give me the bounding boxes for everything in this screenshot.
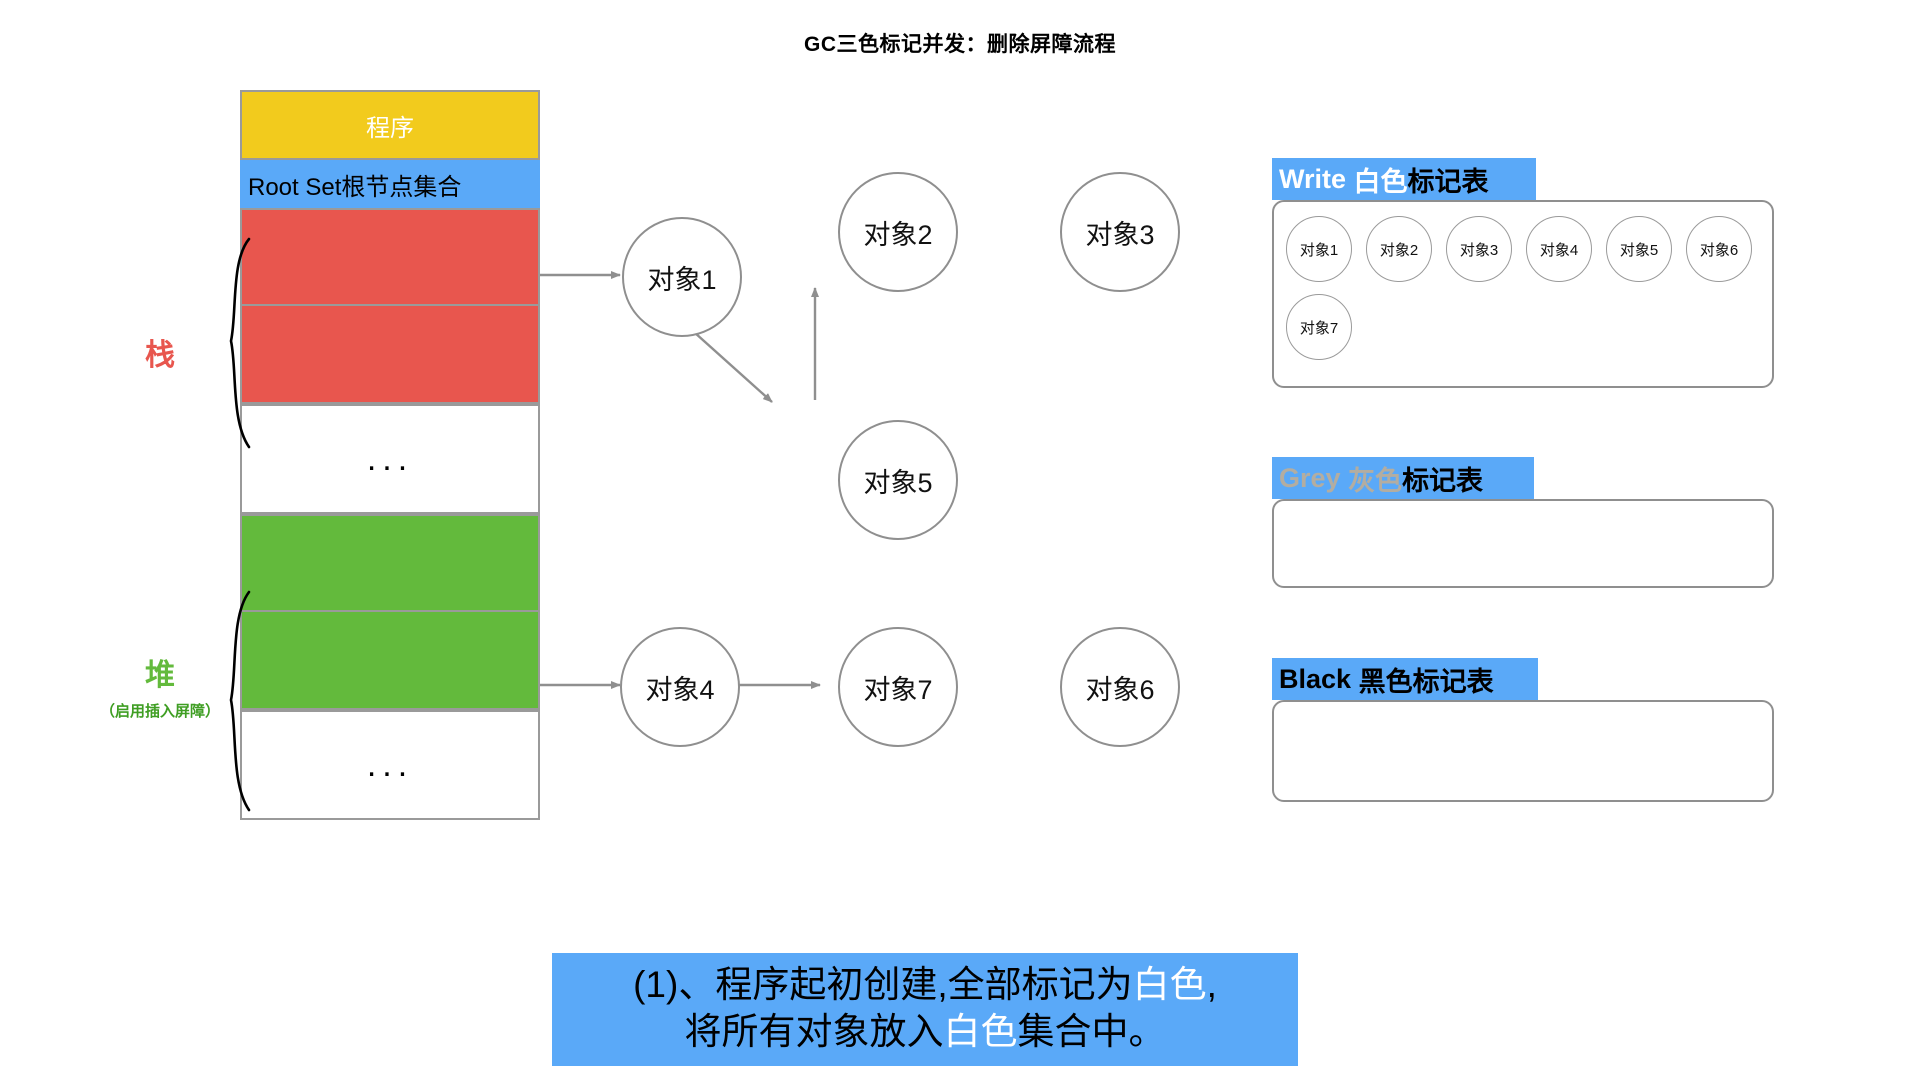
caption-line1-highlight: 白色: [1132, 964, 1207, 1005]
page-title: GC三色标记并发：删除屏障流程: [804, 33, 1116, 56]
white-table-header: Write 白色 标记表: [1272, 158, 1536, 200]
graph-node-obj3[interactable]: 对象3: [1060, 172, 1180, 292]
memory-column: 程序 Root Set根节点集合 ... ...: [240, 90, 540, 820]
memory-cell-stack-ellipsis: ...: [240, 404, 540, 514]
white-table-tail-label: 标记表: [1407, 166, 1489, 197]
caption-line2-text: 将所有对象放入: [684, 1011, 944, 1053]
white-table-header-bar: Write 白色 标记表: [1272, 158, 1536, 200]
graph-node-obj7[interactable]: 对象7: [838, 627, 958, 747]
list-item[interactable]: 对象1: [1286, 216, 1352, 282]
caption-line-2: 将所有对象放入白色集合中。: [552, 1008, 1298, 1055]
grey-table-color-label: 灰色: [1348, 465, 1403, 496]
white-table-body: 对象1 对象2 对象3 对象4 对象5 对象6 对象7: [1272, 200, 1774, 388]
graph-node-obj1[interactable]: 对象1: [622, 217, 742, 337]
memory-cell-heap-1: [240, 514, 540, 612]
chip-label: 对象1: [1299, 241, 1339, 259]
chip-label: 对象2: [1379, 241, 1419, 259]
list-item[interactable]: 对象6: [1686, 216, 1752, 282]
grey-table-header: Grey 灰色 标记表: [1272, 457, 1534, 499]
black-table-header: Black 黑色 标记表: [1272, 658, 1538, 700]
black-table-header-bar: Black 黑色 标记表: [1272, 658, 1538, 700]
list-item[interactable]: 对象2: [1366, 216, 1432, 282]
graph-node-label: 对象5: [863, 467, 933, 498]
black-table-body: [1272, 700, 1774, 802]
graph-node-obj2[interactable]: 对象2: [838, 172, 958, 292]
chip-label: 对象3: [1459, 241, 1499, 259]
white-table-en-label: Write: [1279, 163, 1347, 194]
grey-table-tail-label: 标记表: [1402, 465, 1484, 496]
graph-node-label: 对象2: [863, 219, 933, 250]
stack-brace-icon: [229, 237, 251, 449]
graph-node-label: 对象6: [1085, 674, 1155, 705]
memory-cell-program: 程序: [240, 90, 540, 160]
black-table-color-label: 黑色: [1358, 666, 1413, 697]
graph-node-label: 对象1: [647, 264, 717, 295]
chip-label: 对象6: [1699, 241, 1739, 259]
chip-label: 对象5: [1619, 241, 1659, 259]
caption-line-1: (1)、程序起初创建,全部标记为白色,: [552, 961, 1298, 1008]
graph-node-obj5[interactable]: 对象5: [838, 420, 958, 540]
memory-cell-stack-1: [240, 208, 540, 306]
stack-ellipsis: ...: [366, 440, 414, 478]
stack-label: 栈: [145, 339, 175, 372]
heap-label: 堆: [145, 659, 175, 692]
caption-line1-tail: ,: [1206, 964, 1217, 1005]
list-item[interactable]: 对象3: [1446, 216, 1512, 282]
graph-node-label: 对象4: [645, 674, 715, 705]
heap-ellipsis: ...: [366, 746, 414, 784]
graph-node-obj6[interactable]: 对象6: [1060, 627, 1180, 747]
chip-label: 对象7: [1299, 319, 1339, 337]
caption-line2-highlight: 白色: [943, 1011, 1018, 1053]
list-item[interactable]: 对象4: [1526, 216, 1592, 282]
list-item[interactable]: 对象7: [1286, 294, 1352, 360]
caption-line2-tail: 集合中。: [1017, 1011, 1166, 1053]
grey-table-header-bar: Grey 灰色 标记表: [1272, 457, 1534, 499]
grey-table-body: [1272, 499, 1774, 588]
memory-cell-heap-2: [240, 612, 540, 710]
heap-sublabel: （启用插入屏障）: [99, 703, 220, 720]
caption-box: (1)、程序起初创建,全部标记为白色, 将所有对象放入白色集合中。: [552, 953, 1298, 1066]
black-table-tail-label: 标记表: [1412, 666, 1494, 697]
graph-node-obj4[interactable]: 对象4: [620, 627, 740, 747]
list-item[interactable]: 对象5: [1606, 216, 1672, 282]
memory-cell-heap-ellipsis: ...: [240, 710, 540, 820]
memory-cell-stack-2: [240, 306, 540, 404]
caption-line1-text: (1)、程序起初创建,全部标记为: [633, 964, 1133, 1005]
root-set-label: Root Set根节点集合: [248, 173, 462, 201]
graph-node-label: 对象7: [863, 674, 933, 705]
heap-brace-icon: [229, 590, 251, 812]
memory-cell-root-set: Root Set根节点集合: [240, 160, 540, 208]
grey-table-en-label: Grey: [1279, 462, 1341, 493]
graph-node-label: 对象3: [1085, 219, 1155, 250]
chip-label: 对象4: [1539, 241, 1579, 259]
program-label: 程序: [366, 114, 414, 142]
black-table-en-label: Black: [1279, 663, 1352, 694]
white-table-color-label: 白色: [1353, 166, 1408, 197]
